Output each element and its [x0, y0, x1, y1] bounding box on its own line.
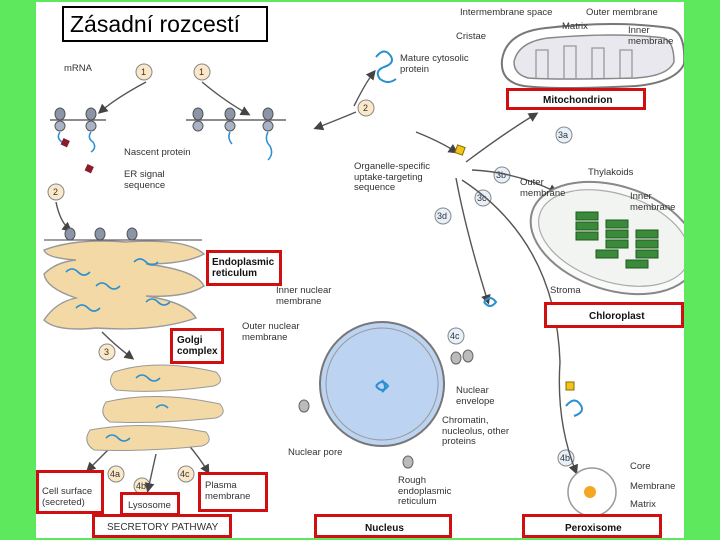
cristae-label: Cristae — [456, 31, 487, 42]
nucleus-box: Nucleus — [314, 514, 452, 538]
chloroplast-box: Chloroplast — [544, 302, 684, 328]
matrix-perox-label: Matrix — [630, 499, 656, 510]
er-signal-label: ER signal sequence — [124, 169, 166, 191]
lysosome-label: Lysosome — [128, 500, 171, 511]
outer-membrane-chloro-label: Outer membrane — [520, 177, 566, 199]
chromatin-label: Chromatin, nucleolus, other proteins — [442, 415, 510, 447]
core-label: Core — [630, 461, 651, 472]
protein-sorting-diagram: 1 1 2 2 3 3a 3b 3c 3d 4c 4b 4a 4a 4b 4c — [43, 23, 684, 517]
mature-protein-shape — [375, 50, 397, 83]
peroxisome-drawing — [567, 467, 617, 517]
intermembrane-space-label: Intermembrane space — [460, 7, 553, 18]
chloroplast-drawing — [529, 180, 684, 296]
inner-membrane-mito-label: Inner membrane — [628, 25, 674, 47]
secretory-pathway-box: SECRETORY PATHWAY — [92, 514, 232, 538]
rough-er-label: Rough endoplasmic reticulum — [398, 475, 452, 507]
chloroplast-label: Chloroplast — [589, 311, 645, 322]
inner-membrane-chloro-label: Inner membrane — [630, 191, 676, 213]
peroxisome-label: Peroxisome — [565, 523, 622, 534]
inner-nuclear-membrane-label: Inner nuclear membrane — [276, 285, 332, 307]
matrix-label: Matrix — [562, 21, 588, 32]
perox-protein-shape — [565, 399, 583, 417]
golgi-drawing — [86, 364, 224, 451]
nucleus-label: Nucleus — [365, 523, 404, 534]
stroma-label: Stroma — [550, 285, 581, 296]
step-3c-label: 3c — [477, 193, 487, 203]
step-1a-label: 1 — [141, 67, 146, 77]
nucleus-drawing — [298, 321, 474, 469]
membrane-perox-label: Membrane — [630, 481, 676, 492]
title-box: Zásadní rozcestí — [62, 6, 268, 42]
uptake-sequence-label: Organelle-specific uptake-targeting sequ… — [354, 161, 431, 193]
diagram-frame: 1 1 2 2 3 3a 3b 3c 3d 4c 4b 4a 4a 4b 4c — [36, 2, 684, 538]
nuclear-envelope-label: Nuclear envelope — [456, 385, 495, 407]
perox-targeting-marker — [565, 381, 575, 391]
step-3b-label: 3b — [496, 170, 506, 180]
er-box: Endoplasmic reticulum — [206, 250, 282, 286]
thylakoids-label: Thylakoids — [588, 167, 634, 178]
targeting-sequence-marker — [454, 144, 466, 156]
golgi-label: Golgi complex — [177, 335, 218, 357]
nuclear-protein-shape — [483, 297, 498, 307]
nuclear-pore-label: Nuclear pore — [288, 447, 343, 458]
step-4b-label: 4b — [136, 481, 146, 491]
cell-surface-label: Cell surface (secreted) — [42, 486, 93, 508]
step-1b-label: 1 — [199, 67, 204, 77]
mature-protein-label: Mature cytosolic protein — [400, 53, 469, 75]
plasma-membrane-box: Plasma membrane — [198, 472, 268, 512]
step-4a-label: 4a — [110, 469, 120, 479]
mrna-ribosomes-left — [50, 107, 106, 174]
outer-membrane-mito-label: Outer membrane — [586, 7, 658, 18]
mrna-ribosomes-center — [186, 107, 286, 161]
step-2b-label: 2 — [53, 187, 58, 197]
mitochondrion-drawing — [500, 23, 684, 89]
secretory-pathway-label: SECRETORY PATHWAY — [107, 522, 219, 533]
lysosome-box: Lysosome — [120, 492, 180, 516]
outer-nuclear-membrane-label: Outer nuclear membrane — [242, 321, 300, 343]
step-4c-label: 4c — [180, 469, 190, 479]
step-4b-perox-label: 4b — [560, 453, 570, 463]
plasma-membrane-label: Plasma membrane — [205, 480, 251, 502]
step-3d-label: 3d — [437, 211, 447, 221]
mitochondrion-label: Mitochondrion — [543, 95, 613, 106]
peroxisome-box: Peroxisome — [522, 514, 662, 538]
step-2a-label: 2 — [363, 103, 368, 113]
step-3a-label: 3a — [558, 130, 568, 140]
step-4c-nuc-label: 4c — [450, 331, 460, 341]
cell-surface-box: Cell surface (secreted) — [36, 470, 104, 514]
step-3-label: 3 — [104, 347, 109, 357]
er-label: Endoplasmic reticulum — [212, 257, 275, 279]
golgi-box: Golgi complex — [170, 328, 224, 364]
mitochondrion-box: Mitochondrion — [506, 88, 646, 110]
page-title: Zásadní rozcestí — [70, 11, 241, 37]
er-drawing — [43, 227, 206, 330]
mrna-label: mRNA — [64, 63, 92, 74]
nascent-protein-label: Nascent protein — [124, 147, 191, 158]
